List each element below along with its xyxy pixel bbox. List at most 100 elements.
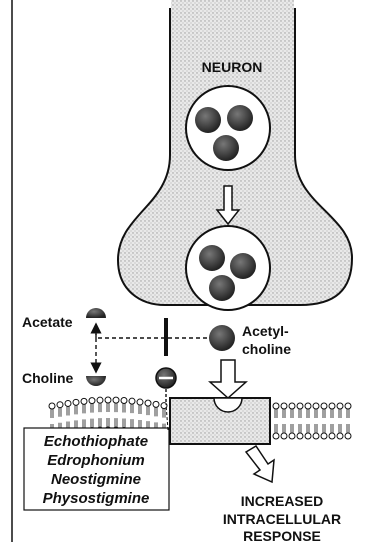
lipid-tail (91, 404, 93, 413)
response-label-line3: RESPONSE (243, 528, 321, 542)
lipid-tail (67, 406, 69, 415)
lipid-head (145, 400, 151, 406)
lipid-tail (107, 403, 109, 412)
lipid-tail (163, 409, 165, 418)
lipid-tail (315, 409, 317, 418)
lipid-head (113, 397, 119, 403)
lipid-tail (331, 424, 333, 433)
lipid-tail (155, 407, 157, 416)
inhibitor-item: Echothiophate (44, 433, 148, 450)
lipid-head (73, 399, 79, 405)
lipid-head (297, 433, 303, 439)
lipid-head (105, 397, 111, 403)
lipid-tail (139, 405, 141, 414)
acetylcholine-molecule (230, 253, 256, 279)
lipid-tail (299, 424, 301, 433)
lipid-head (329, 433, 335, 439)
lipid-head (281, 403, 287, 409)
lipid-head (57, 402, 63, 408)
lipid-tail (115, 403, 117, 412)
lipid-tail (275, 409, 277, 418)
lipid-bilayer-right (273, 403, 351, 439)
lipid-tail (131, 404, 133, 413)
lipid-tail (99, 418, 101, 427)
acetate-shape (86, 308, 106, 318)
lipid-head (305, 433, 311, 439)
inhibitor-pointer (166, 404, 168, 430)
lipid-head (345, 403, 351, 409)
lipid-head (305, 403, 311, 409)
lipid-head (65, 400, 71, 406)
lipid-head (89, 398, 95, 404)
lipid-head (273, 403, 279, 409)
lipid-head (321, 433, 327, 439)
lipid-head (289, 403, 295, 409)
lipid-tail (51, 409, 53, 418)
response-label-line2: INTRACELLULAR (223, 511, 341, 527)
acetylcholine-molecule (209, 275, 235, 301)
lipid-tail (275, 424, 277, 433)
lipid-tail (75, 405, 77, 414)
acetylcholine-molecule (227, 105, 253, 131)
acetylcholine-label-line1: Acetyl- (242, 323, 289, 339)
inhibitor-item: Physostigmine (43, 490, 150, 507)
lipid-tail (83, 404, 85, 413)
acetylcholine-molecule (199, 245, 225, 271)
lipid-head (49, 403, 55, 409)
lipid-head (153, 401, 159, 407)
lipid-tail (99, 403, 101, 412)
lipid-head (97, 397, 103, 403)
lipid-tail (123, 404, 125, 413)
response-label-line1: INCREASED (241, 493, 323, 509)
lipid-head (289, 433, 295, 439)
lipid-tail (91, 419, 93, 428)
lipid-tail (107, 418, 109, 427)
lipid-tail (283, 424, 285, 433)
lipid-tail (291, 409, 293, 418)
lipid-tail (323, 424, 325, 433)
lipid-tail (339, 424, 341, 433)
acetylcholine-molecule (213, 135, 239, 161)
inhibitor-item: Edrophonium (47, 452, 145, 469)
lipid-tail (347, 424, 349, 433)
response-arrow (246, 446, 274, 482)
lipid-tail (347, 409, 349, 418)
lipid-tail (307, 424, 309, 433)
lipid-head (329, 403, 335, 409)
lipid-head (337, 433, 343, 439)
lipid-tail (339, 409, 341, 418)
inhibitor-item: Neostigmine (51, 471, 141, 488)
lipid-head (273, 433, 279, 439)
lipid-head (281, 433, 287, 439)
lipid-tail (331, 409, 333, 418)
lipid-head (129, 398, 135, 404)
choline-shape (86, 376, 106, 386)
lipid-head (297, 403, 303, 409)
acetylcholine-label-line2: choline (242, 341, 291, 357)
lipid-head (137, 399, 143, 405)
choline-label: Choline (22, 370, 74, 386)
neuron-label: NEURON (202, 59, 263, 75)
lipid-tail (115, 418, 117, 427)
lipid-head (313, 403, 319, 409)
lipid-tail (147, 406, 149, 415)
lipid-head (81, 398, 87, 404)
lipid-tail (315, 424, 317, 433)
lipid-tail (283, 409, 285, 418)
lipid-tail (59, 408, 61, 417)
lipid-head (337, 403, 343, 409)
lipid-tail (123, 419, 125, 428)
lipid-tail (323, 409, 325, 418)
lipid-tail (307, 409, 309, 418)
lipid-tail (299, 409, 301, 418)
lipid-tail (83, 419, 85, 428)
acetylcholine-molecule (195, 107, 221, 133)
lipid-head (121, 398, 127, 404)
lipid-head (313, 433, 319, 439)
lipid-head (345, 433, 351, 439)
binding-arrow (210, 360, 246, 398)
lipid-tail (131, 419, 133, 428)
acetylcholine-free-molecule (209, 325, 235, 351)
